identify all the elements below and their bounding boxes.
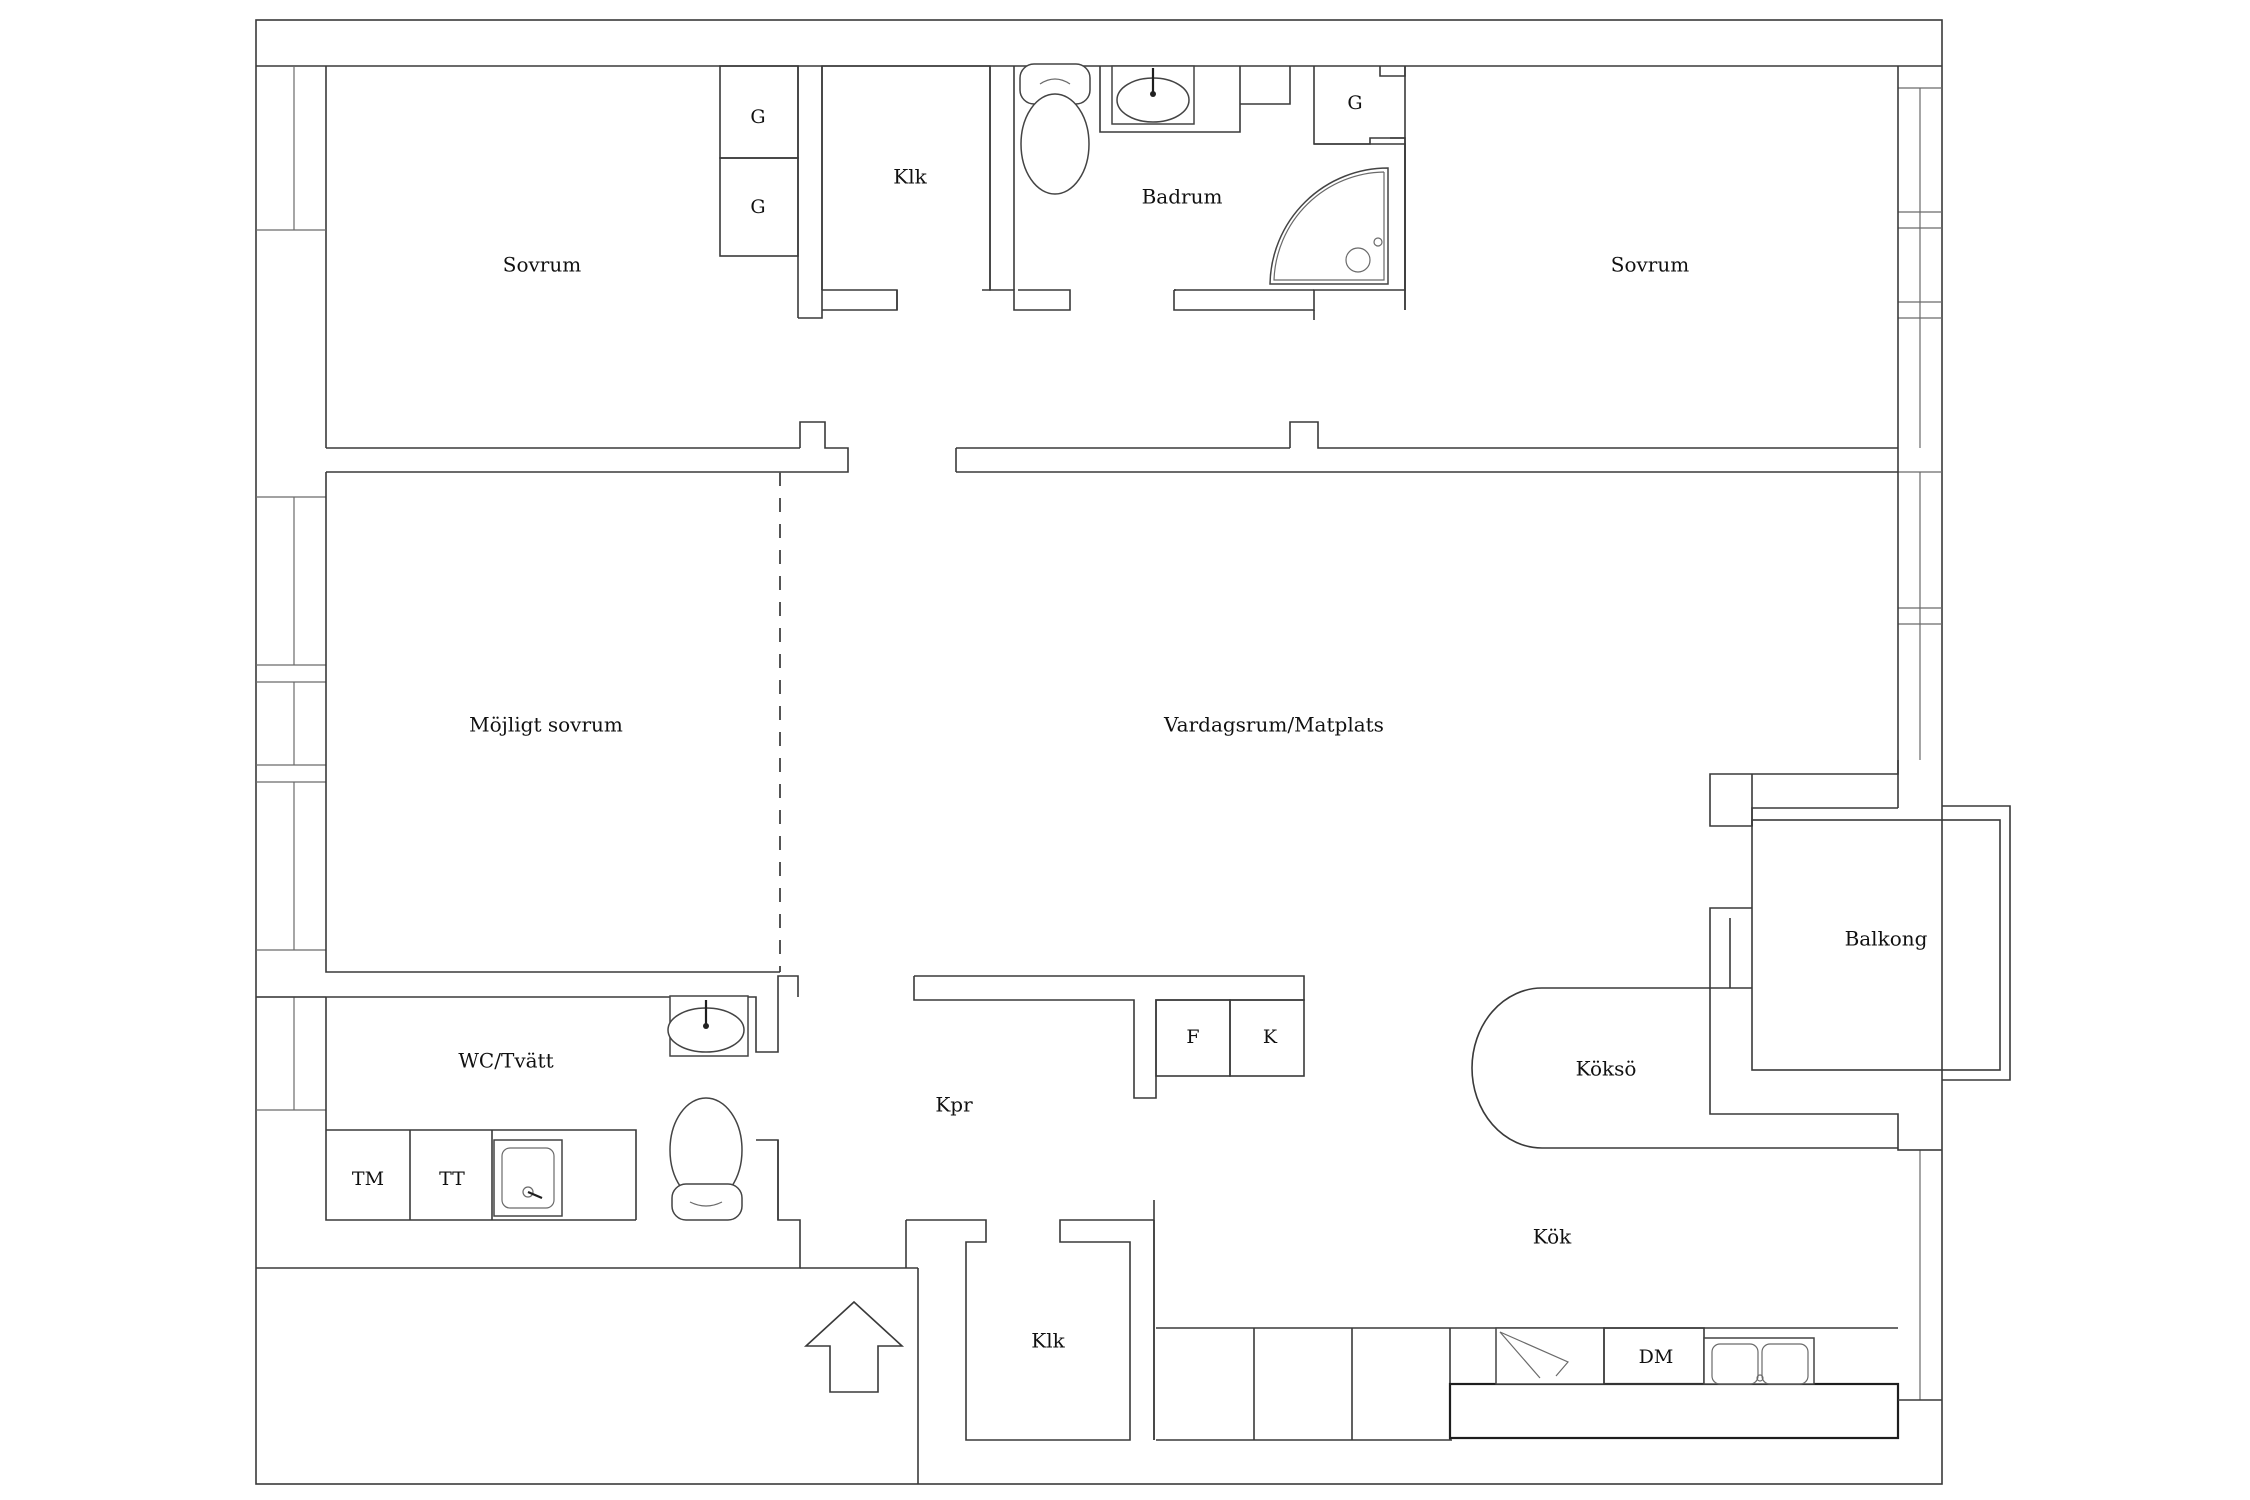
left-windows (256, 66, 326, 1111)
sink-wc (667, 995, 749, 1057)
right-windows (1898, 87, 1942, 1400)
room-vardagsrum: Vardagsrum/Matplats (1163, 713, 1384, 737)
room-balkong: Balkong (1845, 927, 1928, 951)
room-kpr: Kpr (935, 1093, 973, 1117)
stove (1495, 1327, 1605, 1385)
wardrobe-label: G (1347, 92, 1362, 114)
fridge-label: K (1263, 1026, 1278, 1048)
freezer-label: F (1186, 1026, 1199, 1048)
middle-walls (256, 472, 1155, 1484)
room-badrum: Badrum (1142, 185, 1223, 209)
room-mojligt-sovrum: Möjligt sovrum (469, 713, 623, 737)
wardrobe-label: G (750, 106, 765, 128)
dryer-label: TM (352, 1168, 384, 1190)
room-klk-bottom: Klk (1031, 1329, 1065, 1353)
balcony (1751, 819, 2001, 1071)
fridge-freezer (913, 975, 1305, 1099)
utility-sink (493, 1139, 563, 1217)
room-wc-tvatt: WC/Tvätt (458, 1049, 553, 1073)
room-kok: Kök (1533, 1225, 1572, 1249)
room-sovrum-right: Sovrum (1611, 253, 1689, 277)
room-kokso: Köksö (1576, 1057, 1637, 1081)
shower (1269, 167, 1389, 285)
toilet-wc (669, 1097, 743, 1221)
kitchen-island (1471, 987, 1898, 1149)
room-sovrum-left: Sovrum (503, 253, 581, 277)
tumble-dryer-label: TT (439, 1168, 465, 1190)
toilet-top (1019, 63, 1091, 195)
sink-top (1111, 65, 1195, 125)
dishwasher-label: DM (1639, 1346, 1674, 1368)
outer-wall (255, 19, 1943, 1485)
top-walls (326, 65, 1899, 760)
kitchen-sink (1703, 1337, 1815, 1385)
entrance-arrow-icon (803, 1300, 905, 1393)
room-klk-top: Klk (893, 165, 927, 189)
wardrobe-label: G (750, 196, 765, 218)
